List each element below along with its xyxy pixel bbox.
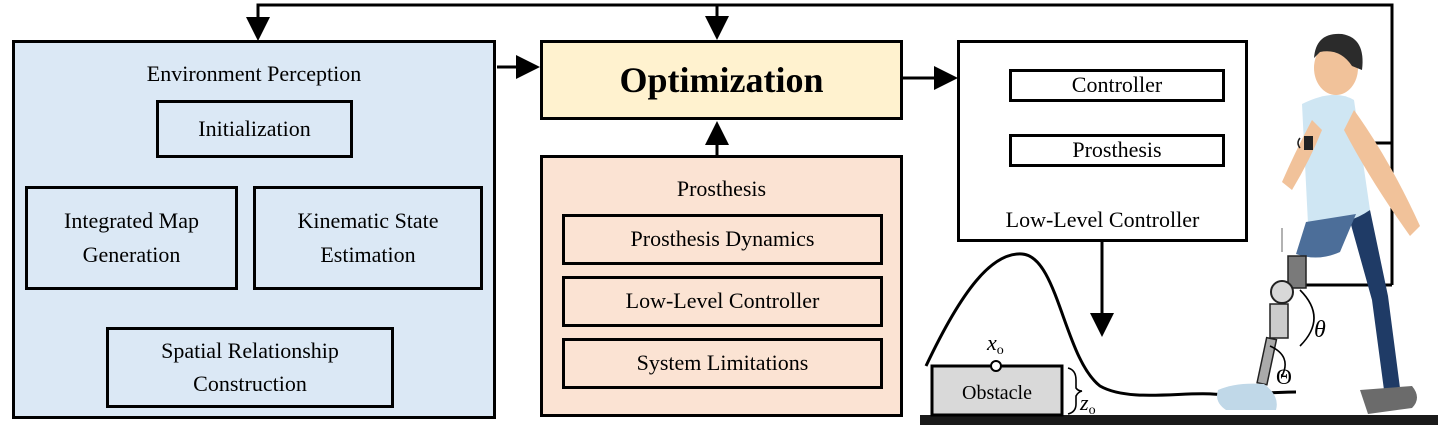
- environment-perception-title: Environment Perception: [146, 61, 362, 86]
- system-limitations-label: System Limitations: [636, 350, 809, 376]
- walking-scene: Obstacle xo zo θ Θ: [920, 33, 1438, 425]
- spatial-relationship-label-1: Spatial Relationship: [161, 338, 339, 364]
- optimization-box: Optimization: [540, 40, 903, 120]
- system-limitations-box: System Limitations: [562, 338, 883, 389]
- prosthesis-title: Prosthesis: [676, 176, 767, 201]
- obstacle-apex-marker: [990, 360, 1002, 372]
- lowlevel-prosthesis-label: Prosthesis: [1072, 137, 1162, 163]
- initialization-box: Initialization: [156, 100, 353, 158]
- spatial-relationship-label-2: Construction: [193, 370, 307, 396]
- low-level-controller-title: Low-Level Controller: [1005, 207, 1200, 232]
- prosthesis-lowlevel-box: Low-Level Controller: [562, 276, 883, 327]
- controller-box: Controller: [1009, 69, 1225, 102]
- hip-sensor: [1304, 136, 1313, 150]
- x-o-label: xo: [986, 330, 1004, 358]
- prosthesis-dynamics-label: Prosthesis Dynamics: [630, 226, 815, 252]
- integrated-map-label-2: Generation: [82, 242, 181, 267]
- height-bracket: [1067, 367, 1083, 415]
- wearer-figure: [1217, 33, 1420, 414]
- integrated-map-label-1: Integrated Map: [64, 207, 199, 233]
- initialization-label: Initialization: [198, 115, 311, 141]
- kinematic-state-label-2: Estimation: [320, 242, 416, 267]
- spatial-relationship-box: Spatial Relationship Construction: [106, 327, 394, 408]
- obstacle-block: [930, 364, 1064, 417]
- z-o-label: zo: [1079, 390, 1096, 418]
- integrated-map-box: Integrated Map Generation: [25, 186, 238, 290]
- controller-label: Controller: [1071, 72, 1163, 98]
- obstacle-label: Obstacle: [962, 382, 1032, 404]
- theta-label: θ: [1314, 317, 1326, 343]
- prosthesis-lowlevel-label: Low-Level Controller: [625, 288, 820, 314]
- kinematic-state-box: Kinematic State Estimation: [253, 186, 483, 290]
- optimization-title: Optimization: [619, 60, 824, 100]
- ground: [920, 415, 1438, 425]
- prosthesis-dynamics-box: Prosthesis Dynamics: [562, 214, 883, 265]
- lowlevel-prosthesis-box: Prosthesis: [1009, 134, 1225, 167]
- kinematic-state-label-1: Kinematic State: [297, 207, 439, 233]
- big-theta-label: Θ: [1276, 364, 1292, 389]
